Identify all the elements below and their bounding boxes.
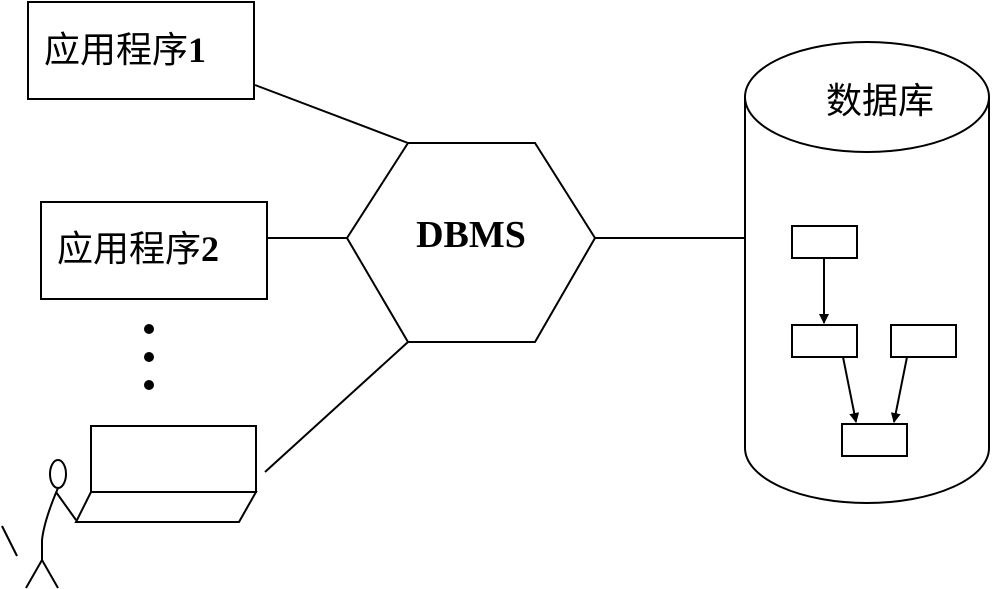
svg-text:应用程序2: 应用程序2 (57, 229, 219, 270)
record-box-middle-left (791, 324, 858, 358)
database-records-structure (791, 225, 957, 457)
application-1-label: 应用程序 (44, 30, 188, 71)
user-figure-icon (1, 459, 77, 589)
record-box-bottom (841, 423, 908, 457)
dbms-hexagon[interactable]: DBMS (345, 142, 597, 343)
dbms-label: DBMS (416, 214, 526, 256)
database-cylinder[interactable]: 数据库 (744, 41, 990, 504)
connector-app1-dbms (254, 84, 409, 144)
application-2-label: 应用程序 (57, 229, 201, 270)
record-arrow-right-to-bottom (890, 356, 908, 423)
application-2-number: 2 (201, 229, 219, 269)
database-label: 数据库 (826, 81, 934, 122)
terminal-laptop[interactable] (74, 425, 258, 523)
application-2-box[interactable]: 应用程序2 (40, 201, 268, 300)
ellipsis-dots (144, 324, 154, 390)
record-box-top (791, 225, 858, 259)
application-1-box[interactable]: 应用程序1 (27, 1, 255, 100)
application-1-number: 1 (188, 30, 206, 70)
connector-user-dbms (264, 341, 409, 473)
record-arrow-left-to-bottom (842, 356, 860, 423)
record-box-middle-right (890, 324, 957, 358)
svg-text:应用程序1: 应用程序1 (44, 30, 206, 71)
